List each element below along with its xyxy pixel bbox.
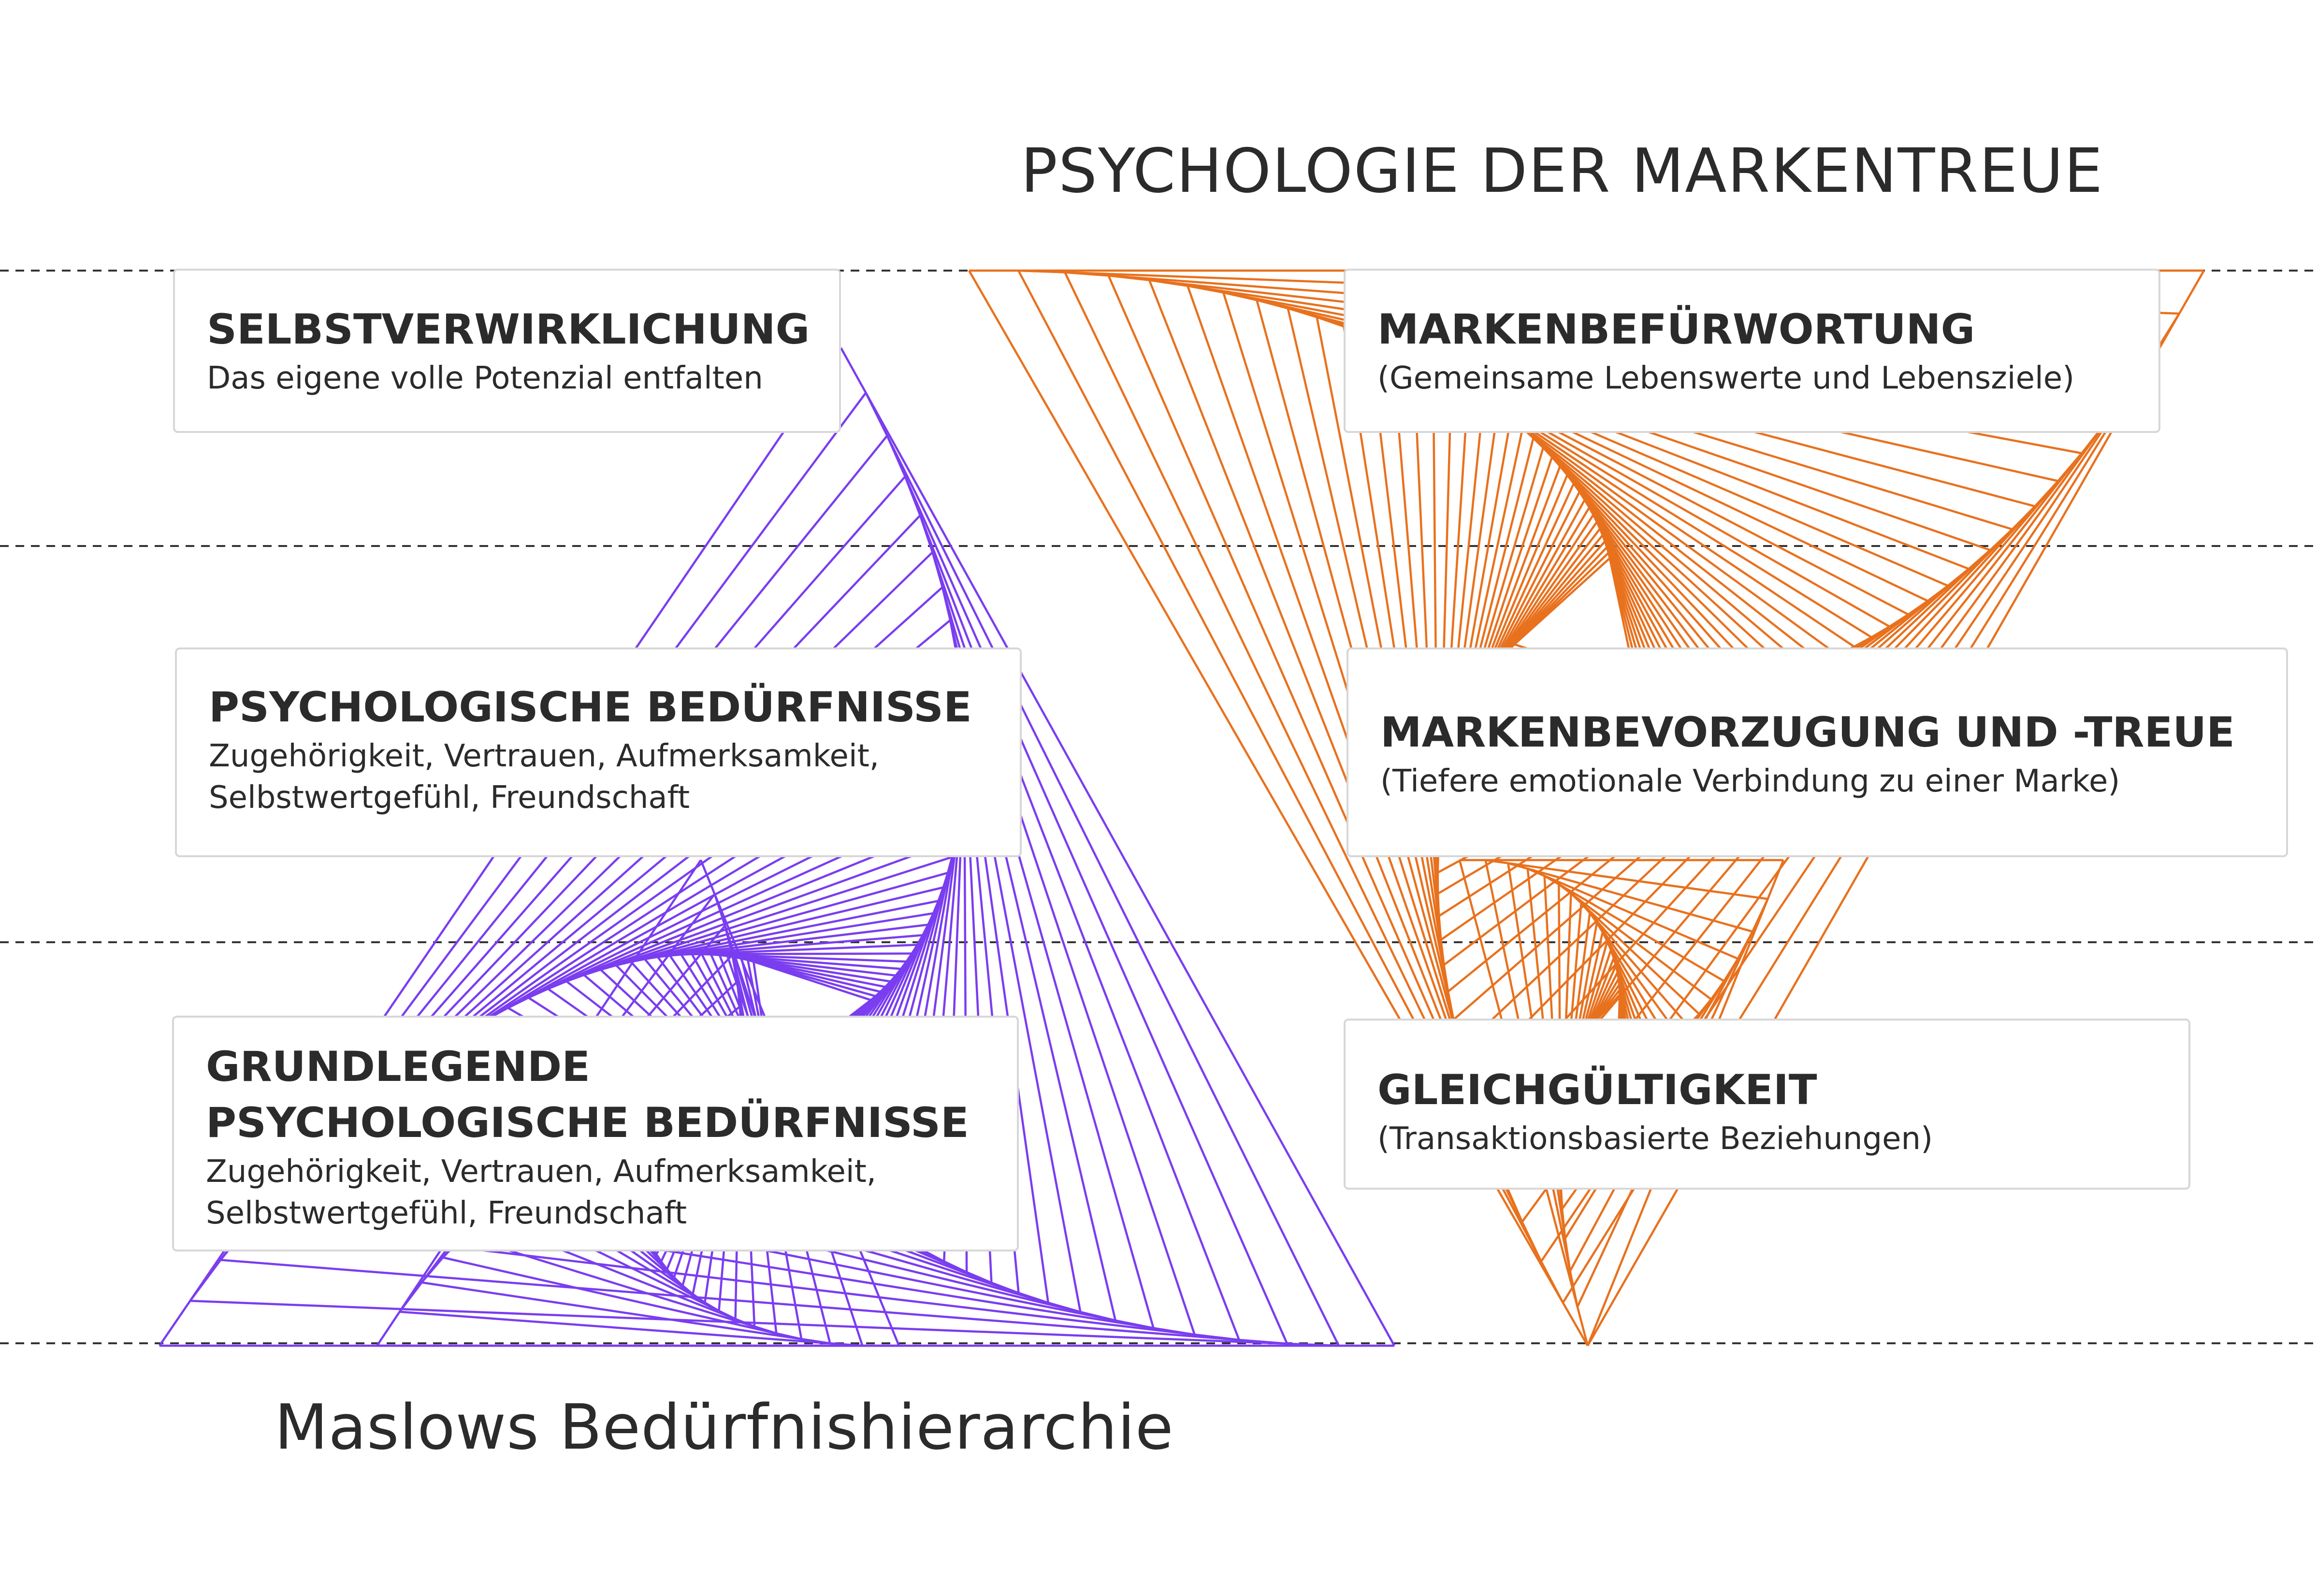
pattern-line	[583, 856, 953, 976]
maslow-title: Maslows Bedürfnishierarchie	[275, 1392, 1174, 1464]
pattern-line	[1521, 427, 1793, 675]
card-description-line-1: Zugehörigkeit, Vertrauen, Aufmerksamkeit…	[209, 738, 880, 774]
card-basic-psychological-needs: GRUNDLEGENDE PSYCHOLOGISCHE BEDÜRFNISSE …	[172, 1016, 1019, 1251]
pattern-line	[1570, 892, 1700, 1015]
pattern-line	[1507, 862, 1753, 933]
pattern-line	[463, 1235, 777, 1335]
pattern-line	[1558, 883, 1712, 1000]
pattern-line	[1527, 867, 1738, 960]
pattern-line	[1483, 397, 1839, 656]
pattern-line	[753, 961, 871, 1001]
pattern-line	[1187, 285, 1492, 1149]
pattern-line	[421, 1281, 830, 1345]
card-description: Das eigene volle Potenzial entfalten	[207, 360, 763, 396]
card-heading: SELBSTVERWIRKLICHUNG	[207, 305, 810, 354]
card-heading: PSYCHOLOGISCHE BEDÜRFNISSE	[209, 683, 972, 732]
pattern-line	[443, 1256, 802, 1340]
card-heading: MARKENBEFÜRWORTUNG	[1377, 305, 1975, 354]
pattern-line	[904, 476, 1240, 1340]
card-heading: MARKENBEVORZUGUNG UND -TREUE	[1380, 708, 2235, 757]
pattern-line	[1551, 456, 1753, 686]
card-description-line-2: Selbstwertgefühl, Freundschaft	[209, 780, 690, 816]
pattern-line	[1510, 417, 1807, 669]
pattern-line	[865, 392, 1340, 1347]
card-description: (Tiefere emotionale Verbindung zu einer …	[1380, 763, 2120, 799]
pattern-line	[1580, 902, 1689, 1026]
card-heading: GLEICHGÜLTIGKEIT	[1377, 1066, 1817, 1114]
pattern-line	[190, 1299, 1339, 1347]
pattern-line	[1542, 446, 1766, 683]
pattern-line	[669, 934, 923, 957]
pattern-line	[681, 944, 918, 956]
card-description: (Gemeinsame Lebenswerte und Lebensziele)	[1377, 360, 2075, 396]
pattern-line	[886, 435, 1289, 1344]
pattern-line	[630, 900, 939, 963]
pattern-line	[1513, 557, 1611, 646]
card-brand-advocacy: MARKENBEFÜRWORTUNG (Gemeinsame Lebenswer…	[1344, 269, 2160, 433]
card-description-line-2: Selbstwertgefühl, Freundschaft	[206, 1195, 687, 1231]
card-brand-preference-loyalty: MARKENBEVORZUGUNG UND -TREUE (Tiefere em…	[1347, 647, 2288, 857]
card-description: (Transaktionsbasierte Beziehungen)	[1377, 1121, 1933, 1157]
card-heading-line-1: GRUNDLEGENDE	[206, 1043, 590, 1091]
pattern-line	[840, 347, 1395, 1347]
pattern-line	[1485, 859, 1768, 900]
pattern-line	[1497, 407, 1823, 663]
card-self-actualization: SELBSTVERWIRKLICHUNG Das eigene volle Po…	[173, 269, 841, 433]
pattern-line	[566, 839, 956, 983]
brand-loyalty-title: PSYCHOLOGIE DER MARKENTREUE	[1021, 135, 2104, 206]
pattern-line	[644, 912, 934, 961]
card-indifference: GLEICHGÜLTIGKEIT (Transaktionsbasierte B…	[1344, 1019, 2190, 1190]
pattern-line	[1533, 437, 1779, 679]
pattern-line	[600, 872, 948, 971]
pattern-line	[1544, 875, 1725, 982]
card-description-line-1: Zugehörigkeit, Vertrauen, Aufmerksamkeit…	[206, 1154, 877, 1190]
card-heading-line-2: PSYCHOLOGISCHE BEDÜRFNISSE	[206, 1099, 969, 1147]
pattern-line	[399, 1310, 863, 1347]
card-psychological-needs: PSYCHOLOGISCHE BEDÜRFNISSE Zugehörigkeit…	[175, 647, 1022, 857]
